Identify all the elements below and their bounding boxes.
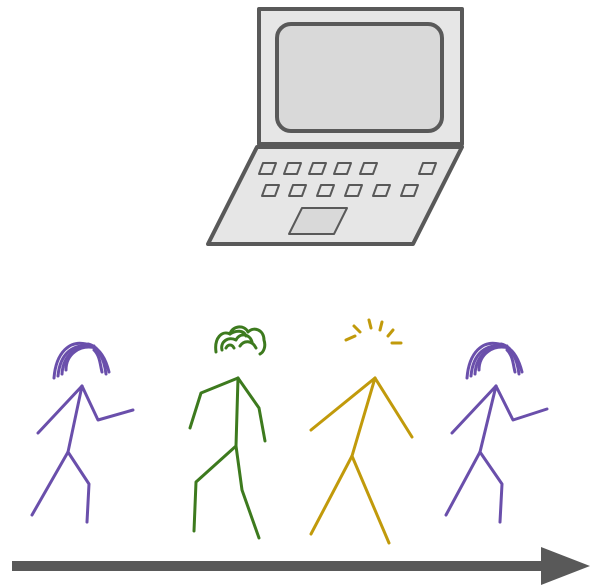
body xyxy=(352,378,375,456)
body xyxy=(68,386,82,452)
laptop-key xyxy=(373,185,390,196)
laptop-key xyxy=(419,163,436,174)
right-arrow-icon xyxy=(12,547,590,585)
person-curly-hair-icon xyxy=(190,327,265,538)
laptop-key xyxy=(259,163,276,174)
leg-right xyxy=(236,446,259,538)
leg-left xyxy=(32,452,68,515)
laptop-key xyxy=(360,163,377,174)
laptop-key xyxy=(334,163,351,174)
arm-right xyxy=(375,378,412,437)
arm-left xyxy=(190,378,238,428)
leg-right xyxy=(68,452,89,522)
leg-left xyxy=(194,446,236,531)
person-long-hair-icon xyxy=(446,343,547,522)
leg-left xyxy=(311,456,352,534)
laptop-key xyxy=(284,163,301,174)
person-long-hair-icon xyxy=(32,343,133,522)
arm-left xyxy=(38,386,82,433)
hair xyxy=(467,343,522,378)
arm-right xyxy=(82,386,133,420)
arm-right xyxy=(238,378,265,441)
leg-right xyxy=(352,456,389,543)
body xyxy=(236,378,238,446)
hair xyxy=(54,343,109,378)
arm-right xyxy=(496,386,547,420)
person-spiky-hair-icon xyxy=(311,320,412,543)
laptop-key xyxy=(289,185,306,196)
laptop-key xyxy=(262,185,279,196)
hair xyxy=(346,320,401,343)
leg-right xyxy=(480,452,502,522)
laptop-icon xyxy=(208,9,462,244)
arm-left xyxy=(311,378,375,430)
laptop-key xyxy=(317,185,334,196)
leg-left xyxy=(446,452,480,515)
arrow-shaft xyxy=(12,561,542,571)
laptop-screen xyxy=(277,24,442,131)
arrow-head xyxy=(541,547,590,585)
hair xyxy=(216,327,265,354)
laptop-key xyxy=(345,185,362,196)
laptop-key xyxy=(309,163,326,174)
laptop-key xyxy=(401,185,418,196)
